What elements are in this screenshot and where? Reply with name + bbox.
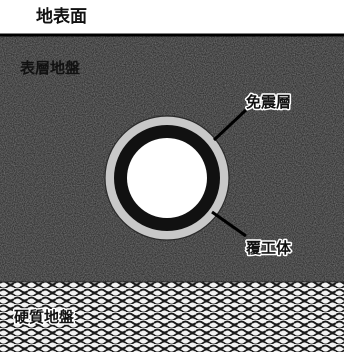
tunnel-cavity [127, 138, 207, 218]
hard-ground [0, 282, 344, 352]
covering-label: 覆工体 [246, 239, 292, 257]
isolation-layer-label: 免震層 [246, 93, 291, 111]
covering-leader [211, 210, 247, 238]
surface-layer-label: 表層地盤 [20, 59, 81, 77]
sky-area [0, 0, 344, 35]
hard-ground-label: 硬質地盤 [14, 308, 75, 326]
ground-surface-label: 地表面 [36, 6, 87, 27]
isolation-layer-leader [212, 108, 248, 142]
